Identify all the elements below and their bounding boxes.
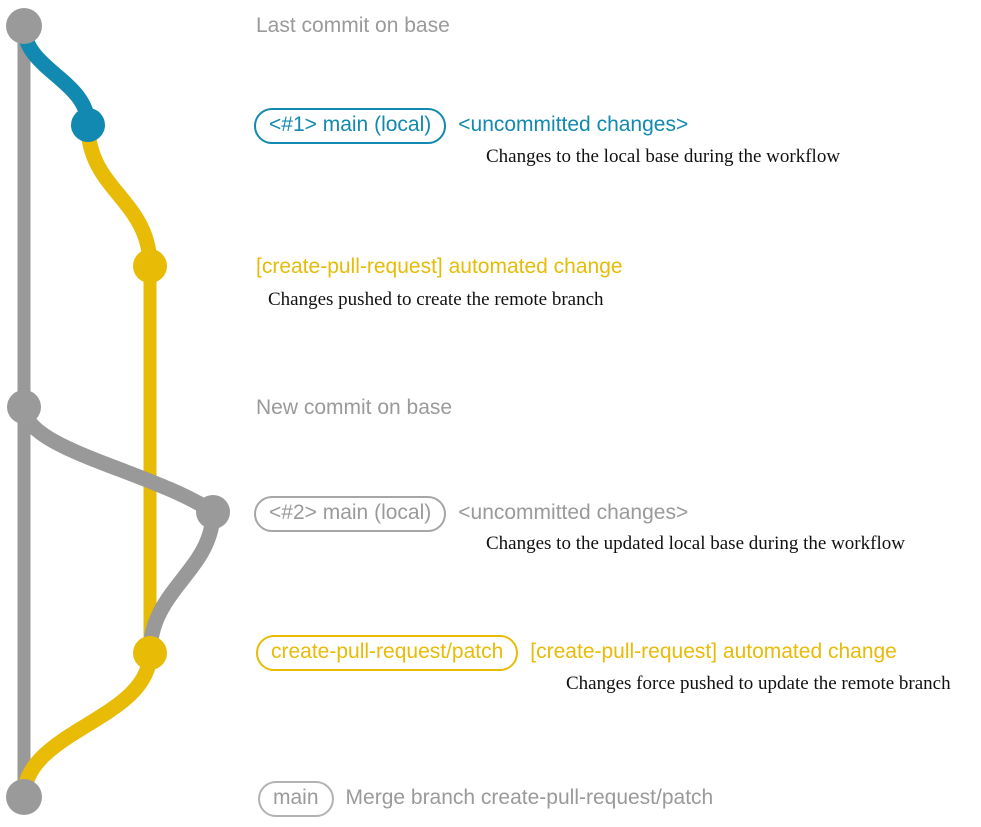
note-local-1: Changes to the local base during the wor…: [486, 146, 841, 167]
edge-local-2-to-remote-updated: [142, 504, 221, 661]
commit-node-new-base[interactable]: [7, 390, 41, 424]
commit-node-local-2[interactable]: [196, 495, 230, 529]
commit-node-last-base[interactable]: [6, 8, 42, 44]
edge-remote-updated-to-merge: [16, 645, 158, 805]
row-local-1: <#1> main (local) <uncommitted changes>: [254, 108, 688, 144]
branch-pill-main[interactable]: main: [258, 781, 334, 817]
commit-node-remote-updated[interactable]: [133, 636, 167, 670]
commit-subject-merge: Merge branch create-pull-request/patch: [345, 786, 714, 809]
commit-subject-local-2: <uncommitted changes>: [458, 501, 689, 524]
note-local-2: Changes to the updated local base during…: [486, 533, 905, 554]
note-remote-updated: Changes force pushed to update the remot…: [566, 673, 951, 694]
commit-subject-remote-updated: [create-pull-request] automated change: [530, 640, 897, 663]
branch-pill-local-2[interactable]: <#2> main (local): [254, 496, 447, 532]
commit-node-local-1[interactable]: [71, 108, 105, 142]
commit-subject-local-1: <uncommitted changes>: [458, 113, 689, 136]
row-local-2: <#2> main (local) <uncommitted changes>: [254, 496, 688, 532]
headline-remote-created: [create-pull-request] automated change: [256, 255, 623, 278]
commit-node-merge[interactable]: [6, 779, 42, 815]
headline-last-commit-on-base: Last commit on base: [256, 14, 450, 37]
branch-pill-local-1[interactable]: <#1> main (local): [254, 108, 447, 144]
note-remote-created: Changes pushed to create the remote bran…: [268, 289, 604, 310]
branch-pill-create-pull-request-patch[interactable]: create-pull-request/patch: [256, 635, 519, 671]
edge-new-base-to-local-2: [16, 399, 221, 520]
headline-new-commit-on-base: New commit on base: [256, 396, 453, 419]
commit-node-remote-created[interactable]: [133, 249, 167, 283]
row-remote-updated: create-pull-request/patch [create-pull-r…: [256, 635, 897, 671]
row-merge: main Merge branch create-pull-request/pa…: [258, 781, 713, 817]
edge-local-1-to-remote-created: [80, 117, 158, 274]
